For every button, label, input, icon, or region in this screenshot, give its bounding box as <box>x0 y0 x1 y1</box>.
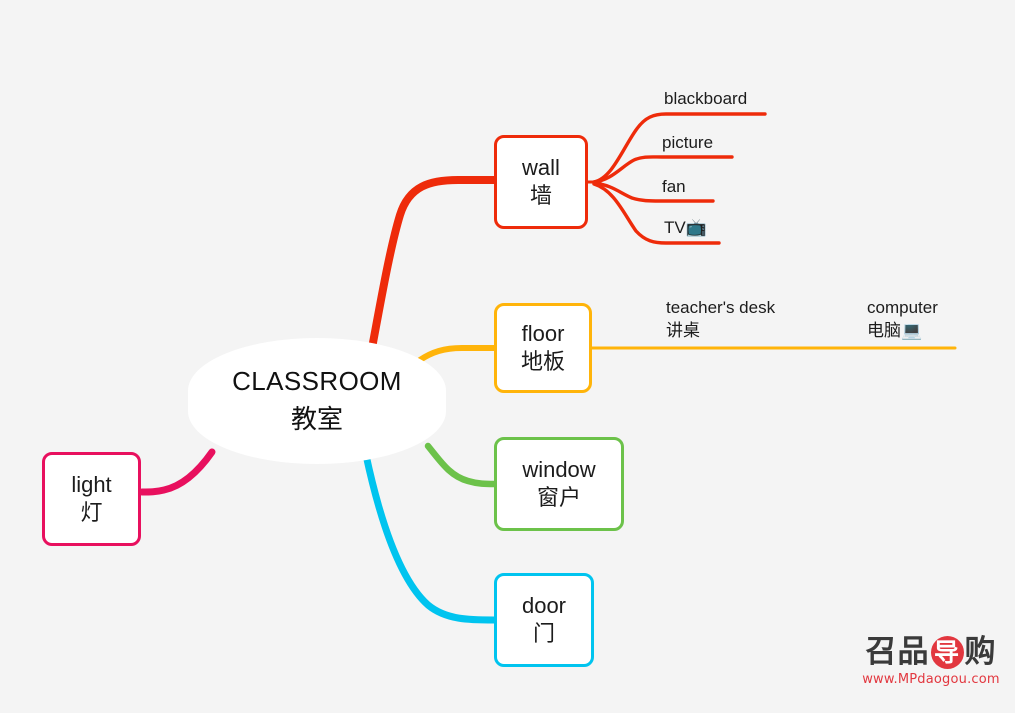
laptop-emoji: 💻 <box>901 320 923 341</box>
node-door-label-zh: 门 <box>532 621 555 646</box>
branch-wall <box>368 176 498 352</box>
leaf-fan[interactable]: fan <box>662 176 686 199</box>
root-node-classroom[interactable]: CLASSROOM 教室 <box>188 338 446 464</box>
node-door[interactable]: door 门 <box>494 573 594 667</box>
branch-door <box>362 451 498 624</box>
leaf-teachers-desk-label-en: teacher's desk <box>666 298 776 317</box>
watermark-logo: 召品导购 <box>862 636 1000 669</box>
leaf-tv-label: TV <box>664 218 686 237</box>
leaf-blackboard[interactable]: blackboard <box>664 88 747 111</box>
leaf-computer-label-en: computer <box>867 298 938 317</box>
node-wall[interactable]: wall 墙 <box>494 135 588 229</box>
branch-wall-fan <box>592 181 715 203</box>
node-floor-label-en: floor <box>521 320 565 346</box>
leaf-teachers-desk[interactable]: teacher's desk 讲桌 <box>666 297 775 343</box>
leaf-fan-label: fan <box>662 177 686 196</box>
branch-wall-picture <box>592 155 734 184</box>
node-floor[interactable]: floor 地板 <box>494 303 592 393</box>
watermark: 召品导购 www.MPdaogou.com <box>862 636 1000 687</box>
leaf-computer[interactable]: computer 电脑💻 <box>867 297 938 343</box>
leaf-picture[interactable]: picture <box>662 132 713 155</box>
branch-wall-blackboard <box>592 112 767 184</box>
node-floor-label-zh: 地板 <box>520 349 565 374</box>
node-light-label-en: light <box>71 471 112 497</box>
branch-window <box>424 442 498 488</box>
node-window-label-en: window <box>522 456 596 482</box>
television-emoji: 📺 <box>685 218 707 238</box>
watermark-logo-right: 购 <box>964 634 997 670</box>
branch-light <box>138 448 216 496</box>
leaf-picture-label: picture <box>662 133 714 152</box>
leaf-computer-label-zh: 电脑 <box>867 320 901 340</box>
leaf-blackboard-label: blackboard <box>664 89 748 108</box>
watermark-logo-left: 召品 <box>865 634 930 670</box>
watermark-url: www.MPdaogou.com <box>862 672 1000 687</box>
leaf-teachers-desk-label-zh: 讲桌 <box>666 320 700 340</box>
root-node-label-zh: 教室 <box>290 404 343 434</box>
node-light[interactable]: light 灯 <box>42 452 141 546</box>
node-window[interactable]: window 窗户 <box>494 437 624 531</box>
root-node-label-en: CLASSROOM <box>232 366 402 396</box>
branch-wall-tv <box>592 182 721 245</box>
node-door-label-en: door <box>521 592 567 618</box>
node-wall-label-zh: 墙 <box>529 183 552 208</box>
branch-floor <box>417 345 497 363</box>
watermark-logo-circle: 导 <box>930 636 964 669</box>
node-wall-label-en: wall <box>522 154 560 180</box>
node-light-label-zh: 灯 <box>80 500 103 525</box>
leaf-computer-label-zh-wrap: 电脑💻 <box>867 320 938 343</box>
node-window-label-zh: 窗户 <box>536 485 581 510</box>
leaf-tv[interactable]: TV📺 <box>664 217 707 240</box>
